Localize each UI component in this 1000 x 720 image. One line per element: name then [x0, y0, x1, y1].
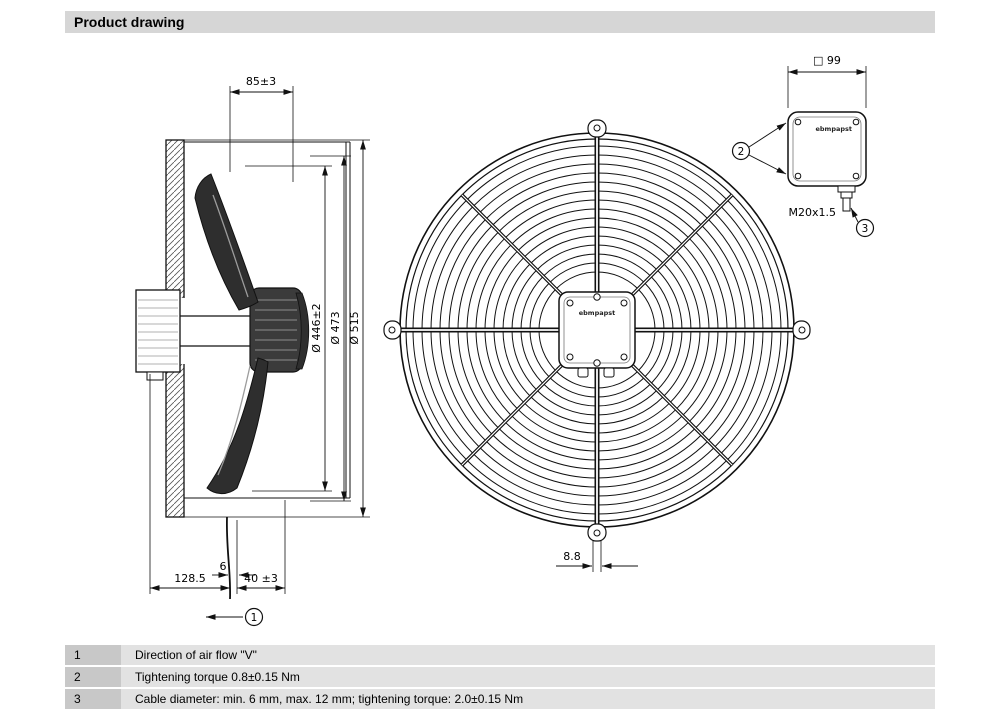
cable-gland [837, 185, 856, 212]
dim-446-label: Ø 446±2 [310, 303, 323, 352]
brand-logo-box: ebmpapst [815, 125, 852, 133]
brand-logo-center: ebmpapst [579, 309, 616, 317]
blade-rear [295, 292, 310, 370]
cable [225, 516, 232, 600]
note-number: 3 [65, 689, 121, 709]
callout-1: 1 [206, 607, 264, 627]
dimension-bottom: 128.5 40 ±3 6 [149, 374, 286, 594]
terminal-box: ebmpapst [787, 111, 867, 187]
center-terminal-box: ebmpapst [558, 291, 636, 378]
callout-2-label: 2 [738, 146, 745, 158]
note-text: Cable diameter: min. 6 mm, max. 12 mm; t… [121, 689, 935, 709]
cable-gland-front-left [577, 367, 589, 378]
dim-85-label: 85±3 [246, 75, 276, 88]
dimension-box-square: □ 99 [787, 54, 867, 108]
callout-1-label: 1 [251, 612, 258, 624]
motor [135, 289, 181, 381]
motor-shaft [180, 315, 252, 347]
notes-table: 1 Direction of air flow "V" 2 Tightening… [65, 645, 935, 709]
fan-blade-lower [206, 357, 269, 495]
dimension-hole: 8.8 [556, 540, 638, 572]
dim-6-label: 6 [220, 560, 227, 573]
cable-gland-front-right [603, 367, 615, 378]
table-row: 1 Direction of air flow "V" [65, 645, 935, 665]
callout-2: 2 [731, 122, 787, 175]
mounting-tab-right [792, 320, 811, 340]
dim-40-label: 40 ±3 [244, 572, 278, 585]
thread-label: M20x1.5 [789, 206, 837, 219]
dim-473-label: Ø 473 [329, 311, 342, 344]
guard-diagonal-struts [460, 193, 734, 467]
callout-3: 3 [850, 207, 875, 238]
callout-3-label: 3 [862, 223, 869, 235]
dim-99-label: □ 99 [813, 54, 841, 67]
front-view: ebmpapst 8.8 [383, 119, 811, 572]
side-view: 85±3 Ø 446±2 Ø 473 Ø 515 128.5 40 ±3 [135, 75, 370, 627]
note-number: 1 [65, 645, 121, 665]
fan-blade-upper [194, 173, 259, 311]
dim-515-label: Ø 515 [348, 311, 361, 344]
dimension-top-width: 85±3 [229, 75, 294, 182]
dimension-diameters: Ø 446±2 Ø 473 Ø 515 [184, 139, 370, 518]
table-row: 2 Tightening torque 0.8±0.15 Nm [65, 667, 935, 687]
mounting-tab-bottom [587, 523, 607, 542]
note-text: Direction of air flow "V" [121, 645, 935, 665]
mounting-tab-top [587, 119, 607, 138]
section-header: Product drawing [65, 11, 935, 33]
note-number: 2 [65, 667, 121, 687]
mounting-tab-left [383, 320, 402, 340]
terminal-box-detail: ebmpapst □ 99 M20x1.5 2 3 [731, 54, 875, 238]
dim-1285-label: 128.5 [174, 572, 206, 585]
note-text: Tightening torque 0.8±0.15 Nm [121, 667, 935, 687]
dim-88-label: 8.8 [563, 550, 581, 563]
page-title: Product drawing [74, 14, 185, 30]
table-row: 3 Cable diameter: min. 6 mm, max. 12 mm;… [65, 689, 935, 709]
